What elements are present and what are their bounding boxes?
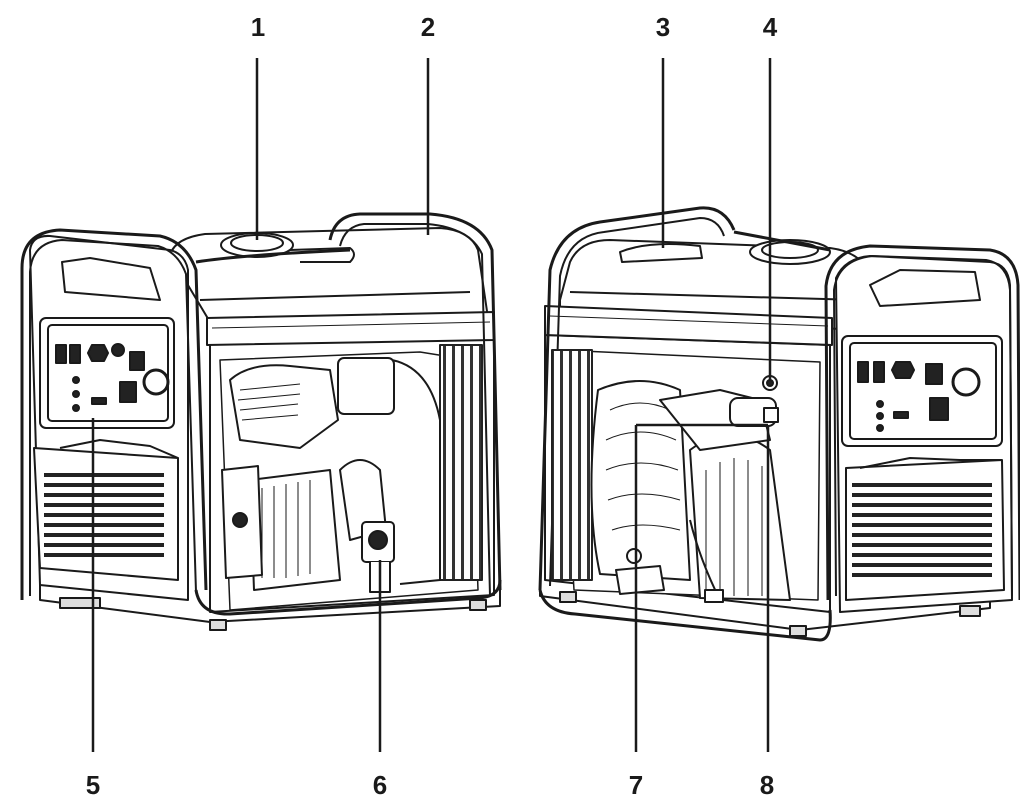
callout-number-3: 3	[655, 12, 671, 42]
generator-right-view	[538, 206, 1020, 642]
callout-number-8: 8	[759, 770, 775, 800]
callout-number-2: 2	[420, 12, 436, 42]
generator-left-view	[20, 212, 502, 631]
callout-number-6: 6	[372, 770, 388, 800]
leader-lines	[91, 58, 772, 752]
callout-number-4: 4	[762, 12, 778, 42]
callout-number-7: 7	[628, 770, 644, 800]
callout-number-5: 5	[85, 770, 101, 800]
callout-number-1: 1	[250, 12, 266, 42]
